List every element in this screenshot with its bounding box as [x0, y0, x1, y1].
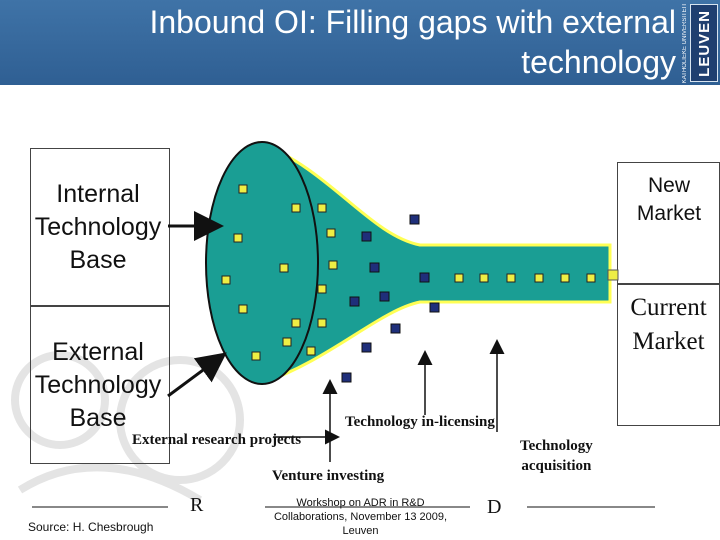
external-base-arrow	[168, 356, 222, 396]
project-dot	[222, 276, 230, 284]
external-dot	[370, 263, 379, 272]
project-dot	[455, 274, 463, 282]
footer-letter-r: R	[190, 494, 203, 517]
current-market-label: Current Market	[617, 291, 720, 359]
workshop-info: Workshop on ADR in R&D Collaborations, N…	[258, 496, 463, 538]
project-dot	[318, 285, 326, 293]
project-dot	[234, 234, 242, 242]
external-dot	[380, 292, 389, 301]
external-technology-label: External Technology Base	[22, 336, 174, 435]
internal-technology-label: Internal Technology Base	[22, 178, 174, 277]
funnel-mouth	[206, 142, 318, 384]
new-market-label: New Market	[620, 172, 718, 228]
venture-investing-label: Venture investing	[272, 468, 384, 485]
project-dot	[239, 305, 247, 313]
external-dot	[420, 273, 429, 282]
external-research-label: External research projects	[132, 432, 301, 449]
acquisition-label: Technology acquisition	[520, 436, 593, 476]
external-dot	[342, 373, 351, 382]
external-dot	[410, 215, 419, 224]
project-dot	[327, 229, 335, 237]
project-dot	[587, 274, 595, 282]
external-dot	[350, 297, 359, 306]
external-dot	[362, 232, 371, 241]
project-dot	[280, 264, 288, 272]
project-dot	[252, 352, 260, 360]
project-dot	[480, 274, 488, 282]
project-dot	[307, 347, 315, 355]
external-dot	[391, 324, 400, 333]
project-dot	[535, 274, 543, 282]
footer-letter-d: D	[487, 496, 501, 519]
project-dot	[292, 204, 300, 212]
project-dot	[318, 319, 326, 327]
external-dot	[430, 303, 439, 312]
project-dot	[507, 274, 515, 282]
project-dot	[283, 338, 291, 346]
source-citation: Source: H. Chesbrough	[28, 520, 153, 534]
external-dot	[362, 343, 371, 352]
project-dot	[239, 185, 247, 193]
project-dot	[318, 204, 326, 212]
project-dot	[292, 319, 300, 327]
project-dot	[561, 274, 569, 282]
project-dot	[329, 261, 337, 269]
in-licensing-label: Technology in-licensing	[345, 414, 495, 431]
